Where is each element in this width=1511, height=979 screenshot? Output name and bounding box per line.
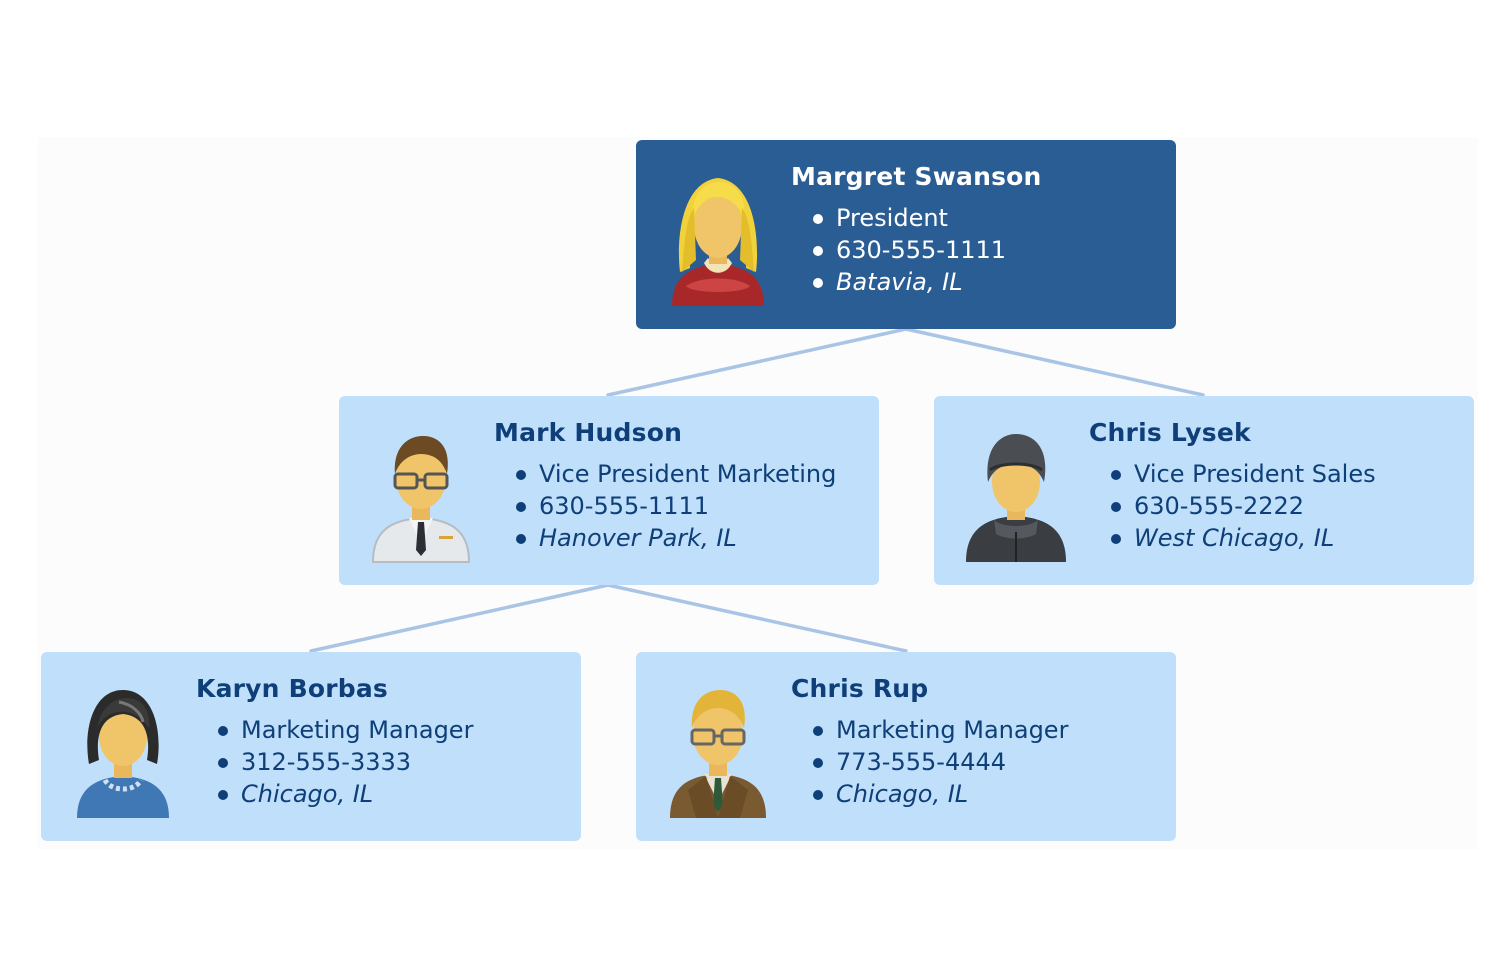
org-node-margret-swanson[interactable]: Margret Swanson President 630-555-1111 B… [636, 140, 1176, 329]
person-phone: 312-555-3333 [216, 746, 571, 778]
person-details: Marketing Manager 312-555-3333 Chicago, … [196, 714, 571, 810]
person-title: President [811, 202, 1166, 234]
person-title: Marketing Manager [216, 714, 571, 746]
person-details: Vice President Marketing 630-555-1111 Ha… [494, 458, 869, 554]
man-glasses-brown-suit-icon [666, 680, 770, 820]
person-location: Hanover Park, IL [514, 522, 869, 554]
woman-blonde-red-shirt-icon [666, 168, 770, 308]
person-details: President 630-555-1111 Batavia, IL [791, 202, 1166, 298]
person-title: Vice President Sales [1109, 458, 1464, 490]
org-node-chris-rup[interactable]: Chris Rup Marketing Manager 773-555-4444… [636, 652, 1176, 841]
person-details: Marketing Manager 773-555-4444 Chicago, … [791, 714, 1166, 810]
connector-root-to-mark [606, 327, 908, 397]
org-node-mark-hudson[interactable]: Mark Hudson Vice President Marketing 630… [339, 396, 879, 585]
person-location: Batavia, IL [811, 266, 1166, 298]
person-phone: 630-555-2222 [1109, 490, 1464, 522]
person-name: Karyn Borbas [196, 674, 388, 703]
person-location: Chicago, IL [811, 778, 1166, 810]
person-title: Vice President Marketing [514, 458, 869, 490]
person-name: Chris Lysek [1089, 418, 1251, 447]
connector-mark-to-rup [606, 583, 908, 653]
man-glasses-lab-coat-icon [369, 424, 473, 564]
org-node-chris-lysek[interactable]: Chris Lysek Vice President Sales 630-555… [934, 396, 1474, 585]
person-details: Vice President Sales 630-555-2222 West C… [1089, 458, 1464, 554]
person-title: Marketing Manager [811, 714, 1166, 746]
person-phone: 630-555-1111 [514, 490, 869, 522]
person-name: Margret Swanson [791, 162, 1042, 191]
person-phone: 630-555-1111 [811, 234, 1166, 266]
person-name: Chris Rup [791, 674, 929, 703]
person-location: West Chicago, IL [1109, 522, 1464, 554]
person-phone: 773-555-4444 [811, 746, 1166, 778]
org-node-karyn-borbas[interactable]: Karyn Borbas Marketing Manager 312-555-3… [41, 652, 581, 841]
person-name: Mark Hudson [494, 418, 683, 447]
connector-root-to-lysek [904, 327, 1205, 397]
connector-mark-to-karyn [309, 583, 610, 653]
person-location: Chicago, IL [216, 778, 571, 810]
woman-dark-hair-blue-dress-icon [71, 680, 175, 820]
man-beanie-jacket-icon [964, 424, 1068, 564]
